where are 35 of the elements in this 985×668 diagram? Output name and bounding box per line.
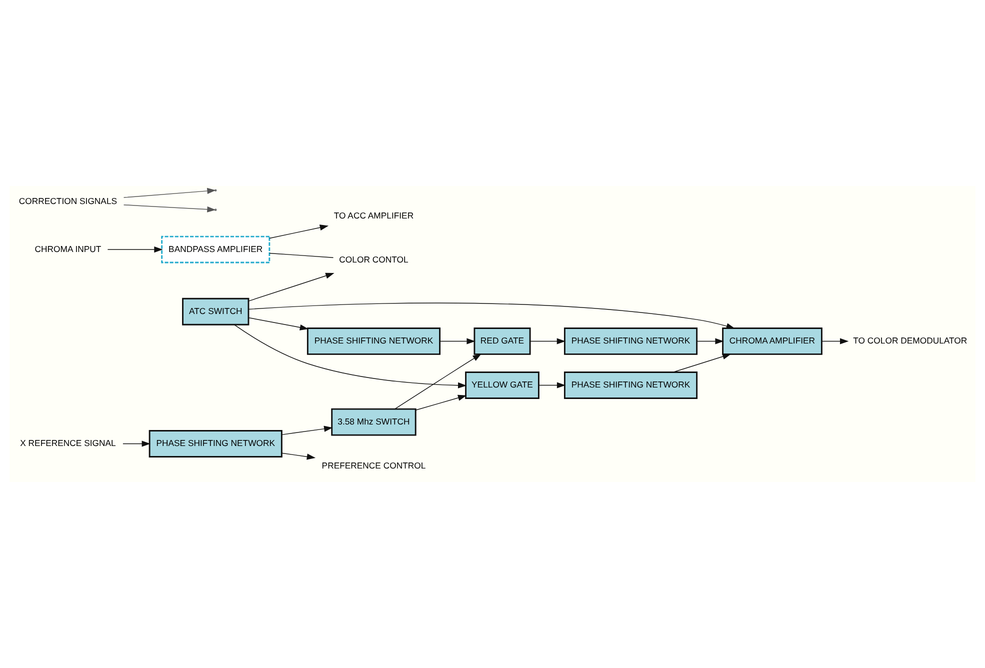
node-box: YELLOW GATE: [465, 372, 540, 399]
arrow: [282, 452, 316, 460]
arrow: [696, 338, 724, 344]
node-text: TO COLOR DEMODULATOR: [853, 335, 968, 346]
arrow: [269, 224, 329, 239]
node-text: X REFERENCE SIGNAL: [20, 438, 116, 448]
arrow: [530, 338, 566, 344]
arrow: [394, 354, 482, 410]
arrow: [282, 426, 333, 436]
node-text: CHROMA INPUT: [34, 244, 102, 254]
arrow: [248, 272, 334, 302]
arrow: [248, 302, 735, 330]
arrow: [672, 354, 732, 373]
arrow: [122, 440, 150, 447]
node-box: PHASE SHIFTING NETWORK: [564, 372, 698, 399]
connector: [269, 252, 334, 258]
node-text: CORRECTION SIGNALS: [18, 196, 118, 206]
node-text: COLOR CONTOL: [339, 254, 408, 265]
arrow: [248, 317, 309, 330]
arrow: [234, 324, 467, 388]
node-box: PHASE SHIFTING NETWORK: [564, 328, 698, 355]
node-text: TO ACC AMPLIFIER: [334, 210, 414, 221]
node-box: PHASE SHIFTING NETWORK: [306, 328, 441, 355]
arrow: [440, 338, 476, 344]
arrow: [107, 246, 163, 253]
arrow: [538, 382, 566, 388]
node-box: CHROMA AMPLIFIER: [722, 328, 822, 355]
node-box: PHASE SHIFTING NETWORK: [148, 430, 282, 458]
node-text: PREFERENCE CONTROL: [322, 460, 426, 470]
node-box: 3.58 Mhz SWITCH: [331, 408, 416, 436]
arrow: [415, 394, 467, 410]
arrow: [822, 338, 849, 344]
node-box: BANDPASS AMPLIFIER: [161, 236, 270, 264]
node-box: ATC SWITCH: [182, 298, 250, 326]
node-box: RED GATE: [474, 328, 531, 355]
